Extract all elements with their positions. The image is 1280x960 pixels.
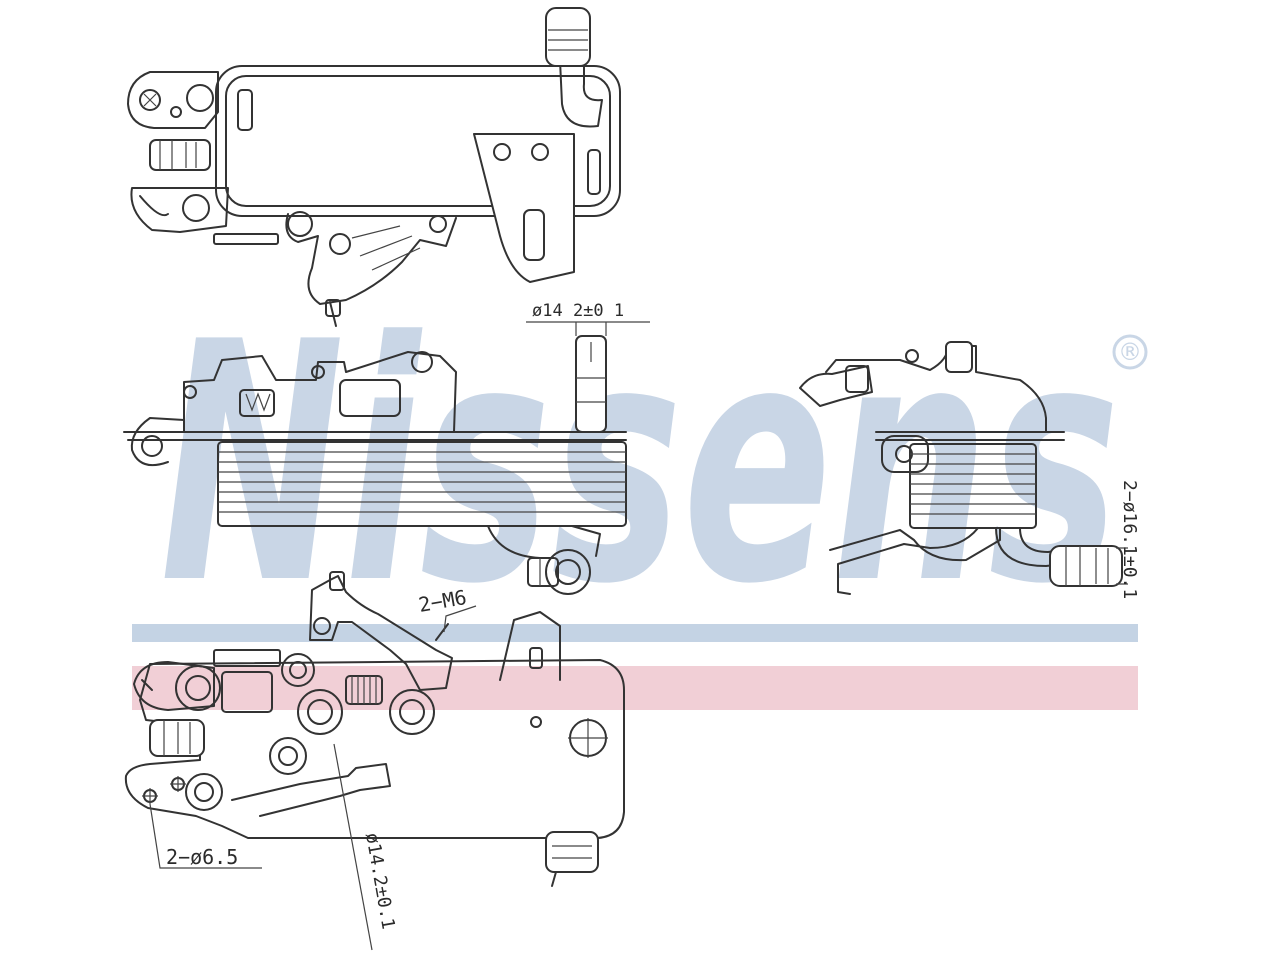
bottom-ports bbox=[175, 653, 435, 811]
dimension-labels: ø14 2±0 1 2−ø16.1±0.1 2−M6 2−ø6.5 ø14.2±… bbox=[166, 301, 1140, 931]
dim-top-pipe-diameter: ø14 2±0 1 bbox=[532, 301, 624, 321]
side-view bbox=[123, 321, 650, 595]
dim-mount-holes: 2−ø6.5 bbox=[166, 845, 238, 869]
end-view bbox=[799, 341, 1128, 595]
top-view bbox=[127, 7, 621, 327]
nissens-watermark: Nissens ® bbox=[132, 272, 1148, 710]
watermark-blue-band bbox=[132, 624, 1138, 642]
watermark-registered-mark: ® bbox=[1118, 338, 1142, 366]
dim-outlet-pipes-diameter: 2−ø16.1±0.1 bbox=[1119, 480, 1140, 599]
dim-bottom-pipe-diameter: ø14.2±0.1 bbox=[361, 831, 399, 931]
bottom-view bbox=[124, 571, 625, 951]
registered-mark-icon bbox=[1112, 334, 1148, 370]
